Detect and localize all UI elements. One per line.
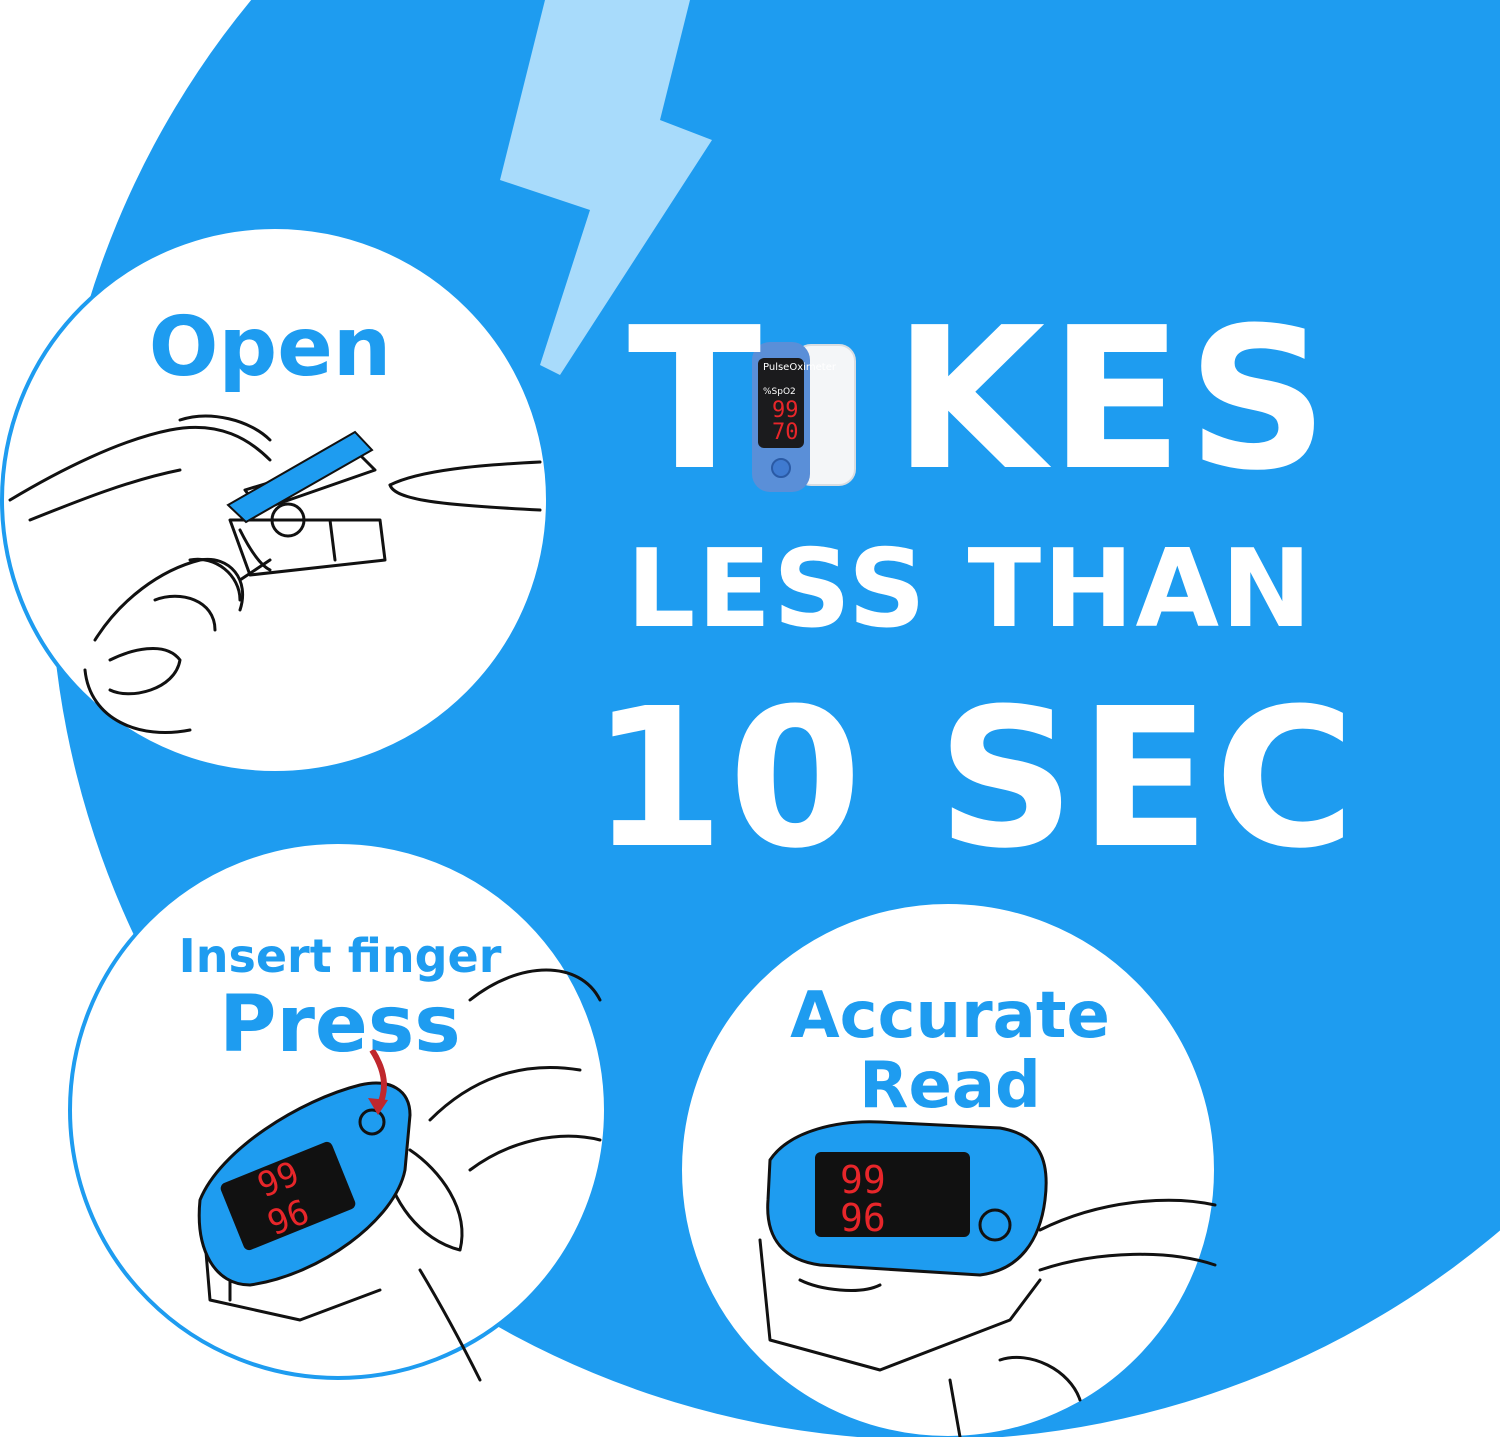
oximeter-device-photo xyxy=(752,342,856,492)
finger-in-oximeter-reading-icon xyxy=(758,1198,1217,1437)
power-button-icon xyxy=(358,1108,386,1136)
read-display-top: 99 xyxy=(840,1158,886,1202)
led-display-panel xyxy=(220,1141,356,1251)
read-label: Read xyxy=(859,1049,1041,1123)
power-button-read-icon xyxy=(978,1208,1012,1242)
accurate-label: Accurate xyxy=(790,979,1110,1053)
headline-takes-end: KES xyxy=(893,286,1333,514)
read-step-circle xyxy=(678,900,1218,1437)
open-step-circle xyxy=(0,225,550,775)
read-display-bottom: 96 xyxy=(840,1196,886,1240)
open-step-label: Open xyxy=(148,300,392,395)
lightning-bolt-icon xyxy=(500,0,712,375)
device-spo2-text: %SpO2 xyxy=(763,387,796,397)
device-display-bottom: 70 xyxy=(772,420,799,445)
oximeter-open-lid-shape xyxy=(226,430,374,524)
led-display-panel-read xyxy=(815,1152,970,1237)
device-display-top: 99 xyxy=(772,398,799,423)
headline-takes-start: T xyxy=(627,286,766,514)
insert-step-circle xyxy=(68,840,608,1382)
headline-less-than: LESS THAN xyxy=(626,527,1314,652)
headline-10-sec: 10 SEC xyxy=(590,668,1360,891)
device-brand-text: PulseOximeter xyxy=(763,362,836,373)
hand-opening-oximeter-icon xyxy=(8,414,542,734)
insert-finger-label: Insert finger xyxy=(178,929,502,983)
press-label: Press xyxy=(219,980,461,1070)
